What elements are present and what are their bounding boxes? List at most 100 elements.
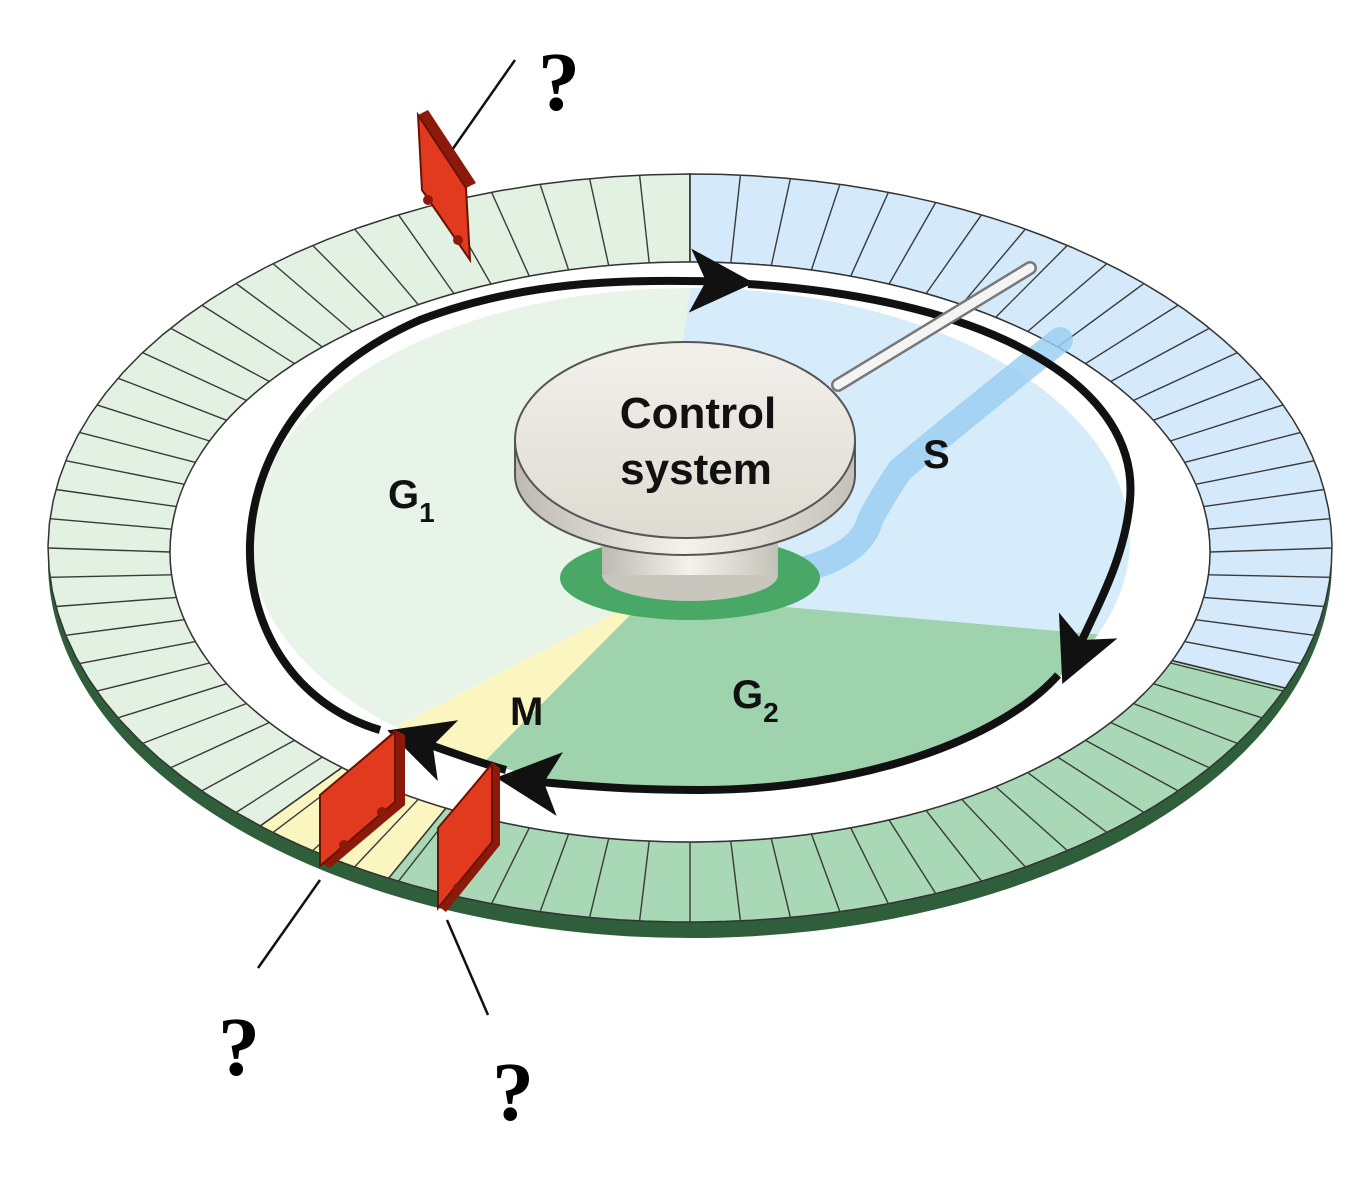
checkpoint-top-flag bbox=[416, 111, 472, 264]
checkpoint-bottom-right-question: ? bbox=[492, 1046, 534, 1139]
rim-tick bbox=[117, 377, 227, 421]
rim-tick bbox=[312, 244, 385, 318]
checkpoint-top-leader bbox=[450, 59, 517, 151]
rim-tick bbox=[397, 214, 455, 295]
rim-tick bbox=[730, 841, 742, 921]
checkpoint-bottom-right-leader bbox=[445, 919, 490, 1016]
rim-tick bbox=[490, 827, 530, 905]
rim-tick bbox=[961, 798, 1026, 868]
rim-tick bbox=[490, 192, 530, 277]
phase-label-s: S bbox=[923, 433, 950, 477]
rim-tick bbox=[638, 841, 650, 921]
rim-tick bbox=[201, 739, 295, 792]
rim-tick bbox=[1170, 662, 1284, 692]
rim-tick bbox=[638, 175, 650, 263]
rim-tick bbox=[55, 488, 177, 508]
rim-tick bbox=[888, 819, 937, 894]
rim-tick bbox=[1057, 756, 1145, 814]
checkpoint-bottom-left-flag bbox=[319, 729, 396, 869]
rim-tick bbox=[354, 228, 419, 306]
s-phase-signal-band bbox=[767, 327, 1073, 588]
rim-tick bbox=[272, 263, 353, 333]
checkpoint-top: ? bbox=[416, 36, 580, 264]
rim-tick bbox=[47, 547, 171, 553]
rim-tick bbox=[539, 184, 570, 271]
arrow-g2 bbox=[496, 672, 1061, 816]
rim-tick bbox=[588, 838, 610, 918]
rim-tick bbox=[170, 327, 270, 383]
rim-tick bbox=[850, 827, 890, 905]
rim-tick bbox=[1195, 460, 1315, 485]
rim-tick bbox=[1208, 574, 1331, 578]
rim-tick bbox=[96, 662, 210, 692]
checkpoint-top-question: ? bbox=[538, 36, 580, 129]
rim-tick bbox=[1203, 488, 1325, 508]
rim-tick bbox=[1153, 683, 1263, 719]
rim-tick bbox=[961, 228, 1026, 306]
arrow-s bbox=[747, 280, 1135, 684]
rim-tick bbox=[995, 786, 1068, 852]
rim-tick bbox=[770, 838, 792, 918]
rim-tick bbox=[65, 460, 185, 485]
rim-tick bbox=[1209, 547, 1333, 553]
rim-tick bbox=[1170, 404, 1284, 442]
rim-tick bbox=[1110, 721, 1210, 769]
rim-tick bbox=[810, 833, 841, 912]
control-label-line1: Control bbox=[620, 389, 776, 438]
rim-tick bbox=[79, 431, 196, 464]
phase-label-g2: G2 bbox=[732, 673, 779, 728]
sector-m bbox=[395, 595, 650, 763]
rim-tick bbox=[1184, 431, 1301, 464]
checkpoint-bottom-left-leader bbox=[256, 879, 322, 969]
rim-tick bbox=[235, 282, 323, 348]
rim-tick bbox=[49, 574, 172, 578]
rim-tick bbox=[1195, 619, 1315, 636]
arrow-g1 bbox=[245, 248, 754, 734]
rim-tick bbox=[995, 244, 1068, 318]
rim-tick bbox=[1133, 351, 1238, 402]
rim-tick bbox=[770, 178, 792, 266]
rim-tick bbox=[235, 756, 323, 814]
rim-tick bbox=[96, 404, 210, 442]
checkpoint-bottom-left-hole-1 bbox=[339, 840, 349, 850]
rim-tick bbox=[1085, 304, 1179, 365]
rim-tick bbox=[55, 596, 177, 608]
rim-tick bbox=[1027, 263, 1108, 333]
rim-tick bbox=[49, 518, 172, 530]
rim-tick bbox=[354, 798, 419, 868]
rim-tick bbox=[201, 304, 295, 365]
rim-tick bbox=[142, 351, 247, 402]
checkpoint-top-hole-1 bbox=[423, 195, 433, 205]
rim-tick bbox=[730, 175, 742, 263]
rim-tick bbox=[79, 640, 196, 665]
rim-tick bbox=[1085, 739, 1179, 792]
checkpoint-top-hole-2 bbox=[453, 235, 463, 245]
rim-tick bbox=[539, 833, 570, 912]
rim-tick bbox=[850, 192, 890, 277]
rim-tick bbox=[170, 721, 270, 769]
checkpoint-top-edge bbox=[418, 110, 476, 188]
rim-tick bbox=[888, 202, 937, 285]
checkpoint-bottom-right: ? bbox=[437, 761, 534, 1139]
phase-labels: G1 S G2 M bbox=[388, 433, 950, 734]
rim-tick bbox=[1133, 702, 1238, 745]
rim-tick bbox=[1208, 518, 1331, 530]
rim-tick bbox=[810, 184, 841, 271]
hub-disc-top bbox=[514, 341, 856, 539]
rim-tick bbox=[117, 683, 227, 719]
checkpoint-bottom-right-hole-1 bbox=[453, 883, 463, 893]
rim-tick bbox=[1153, 377, 1263, 421]
rim-tick bbox=[1203, 596, 1325, 608]
phase-label-m: M bbox=[510, 690, 543, 734]
checkpoint-bottom-right-flag bbox=[437, 761, 493, 911]
phase-label-g1: G1 bbox=[388, 473, 435, 528]
rim-tick bbox=[142, 702, 247, 745]
rim-tick bbox=[1110, 327, 1210, 383]
control-system-hub: Control system bbox=[514, 261, 1037, 601]
checkpoint-bottom-left: ? bbox=[218, 729, 405, 1094]
rim-tick bbox=[65, 619, 185, 636]
checkpoint-bottom-left-hole-2 bbox=[377, 807, 387, 817]
rim-tick bbox=[1027, 771, 1108, 833]
sector-g2 bbox=[483, 595, 1098, 792]
